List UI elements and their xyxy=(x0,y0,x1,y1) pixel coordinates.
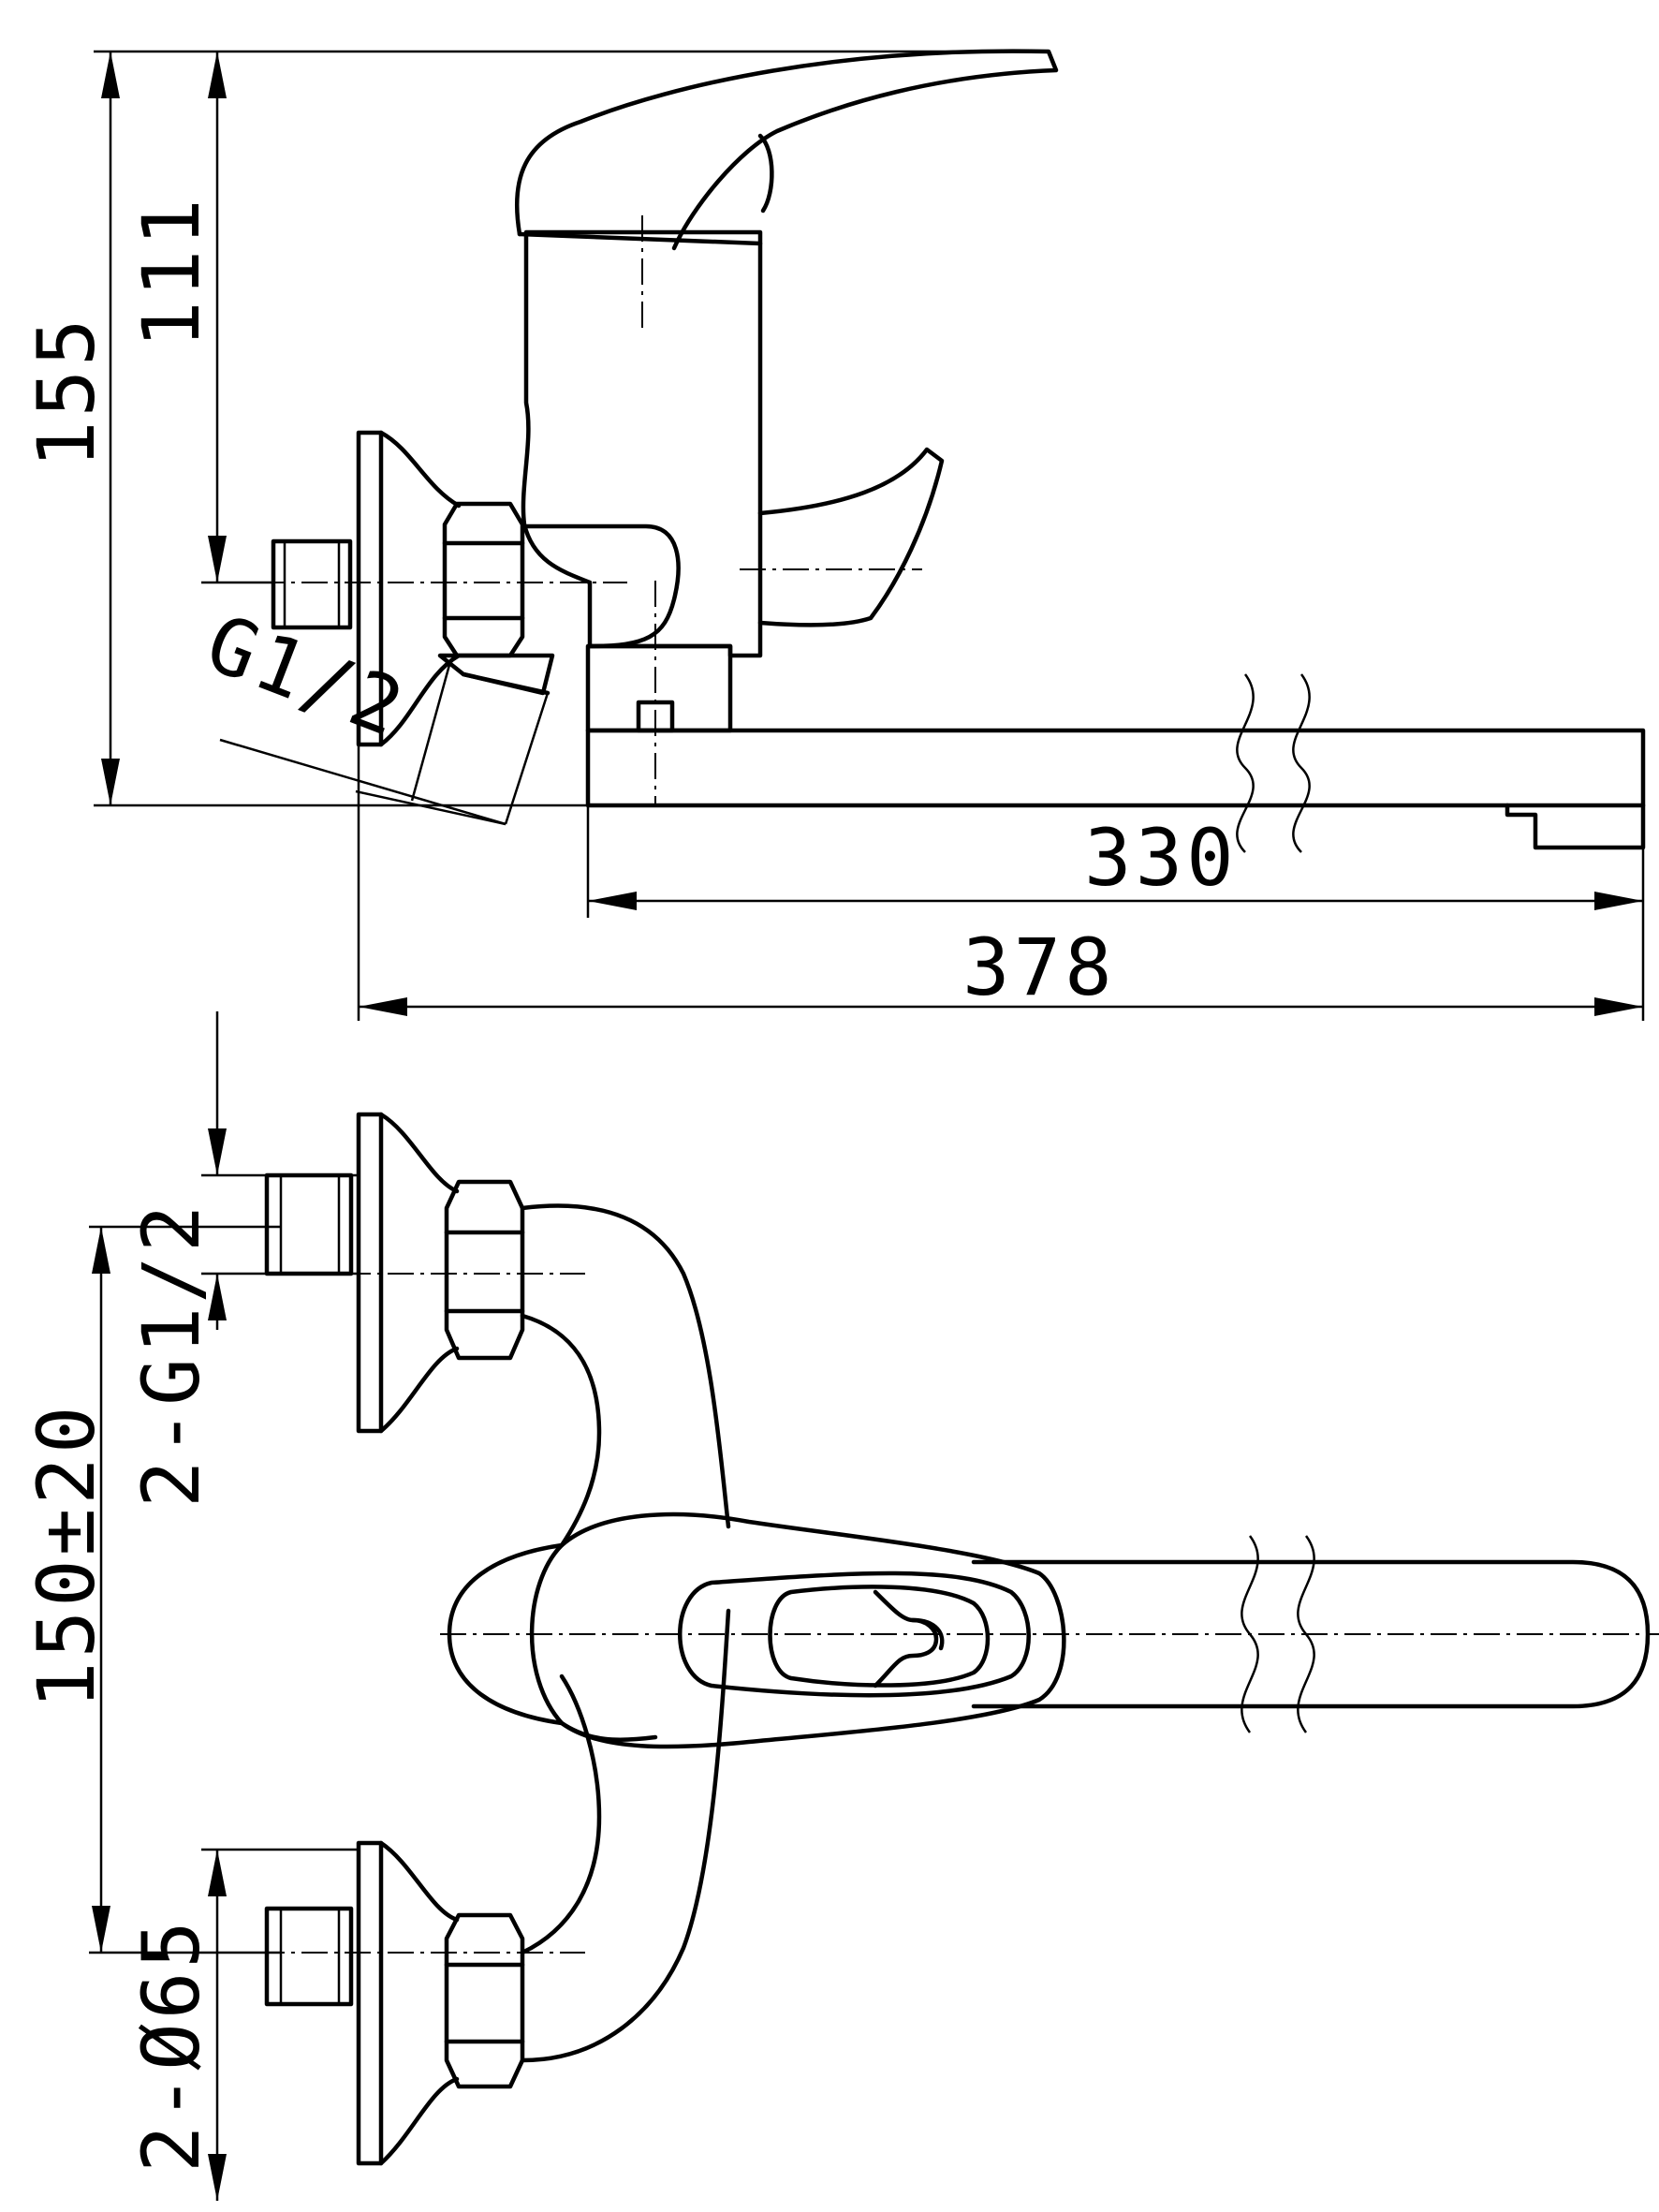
dim-inlet-threads-count: 2-G1/2 xyxy=(125,1202,217,1508)
dim-inlet-height: 111 xyxy=(125,195,217,348)
dim-flange-diameter: 2-Ø65 xyxy=(125,1917,217,2173)
dim-inlet-spacing: 150±20 xyxy=(21,1403,112,1709)
dim-inlet-thread: G1/2 xyxy=(195,597,418,756)
dim-overall-length: 378 xyxy=(962,922,1116,1013)
dim-total-height: 155 xyxy=(21,315,112,468)
side-view xyxy=(94,49,1646,1021)
top-view xyxy=(89,1011,1659,2201)
dim-spout-length: 330 xyxy=(1084,812,1238,904)
